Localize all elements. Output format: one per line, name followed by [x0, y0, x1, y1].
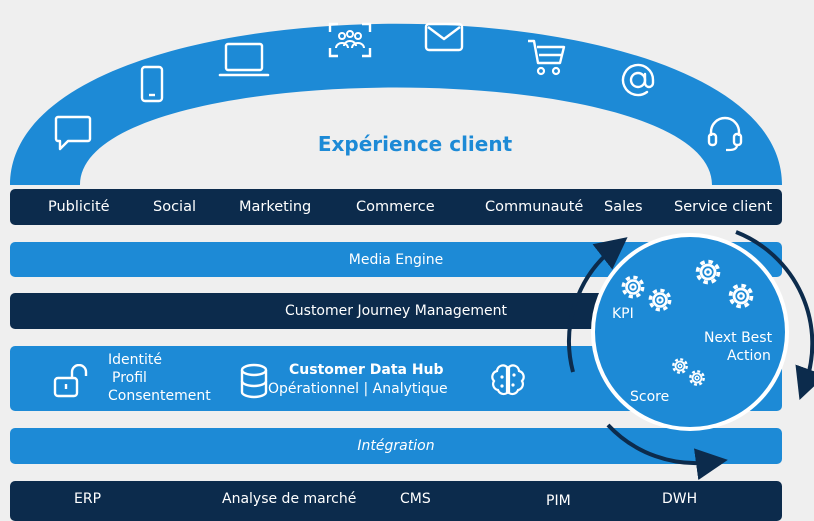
- laptop-icon: [218, 42, 270, 77]
- channel-social: Social: [153, 199, 196, 215]
- source-erp: ERP: [74, 491, 102, 507]
- chat-icon: [54, 115, 92, 151]
- source-cms: CMS: [400, 491, 431, 507]
- integration-label: Intégration: [357, 438, 435, 454]
- channel-marketing: Marketing: [239, 199, 312, 215]
- customer-experience-arc: [10, 23, 782, 185]
- channel-commerce: Commerce: [356, 199, 435, 215]
- channel-sales: Sales: [604, 199, 643, 215]
- channels-bar: Publicité Social Marketing Commerce Comm…: [10, 189, 782, 225]
- brain-icon: [491, 364, 525, 396]
- data-hub-title: Customer Data Hub: [289, 362, 444, 378]
- next-best-action-line-2: Action: [727, 348, 771, 364]
- integration-layer: Intégration: [10, 428, 782, 464]
- channel-service-client: Service client: [674, 199, 773, 215]
- kpi-label: KPI: [612, 306, 634, 322]
- at-icon: [621, 63, 655, 97]
- smartphone-icon: [140, 65, 164, 103]
- unlock-icon: [53, 364, 88, 398]
- source-analyse-marche: Analyse de marché: [222, 491, 357, 507]
- headset-icon: [707, 116, 743, 152]
- identity-line-1: Identité: [108, 352, 162, 368]
- mail-icon: [424, 22, 464, 52]
- source-pim: PIM: [546, 493, 571, 509]
- database-icon: [240, 363, 268, 399]
- score-label: Score: [630, 389, 670, 405]
- journey-management-label: Customer Journey Management: [285, 303, 507, 319]
- customer-experience-title: Expérience client: [317, 132, 513, 156]
- media-engine-label: Media Engine: [348, 251, 444, 268]
- channel-communaute: Communauté: [485, 199, 584, 215]
- source-dwh: DWH: [662, 491, 698, 507]
- cart-icon: [528, 39, 566, 76]
- identity-line-2: Profil: [112, 370, 147, 386]
- data-hub-subtitle: Opérationnel | Analytique: [268, 381, 448, 397]
- channel-publicite: Publicité: [48, 199, 110, 215]
- next-best-action-line-1: Next Best: [704, 330, 773, 346]
- identity-line-3: Consentement: [108, 388, 211, 404]
- people-icon: [328, 22, 372, 58]
